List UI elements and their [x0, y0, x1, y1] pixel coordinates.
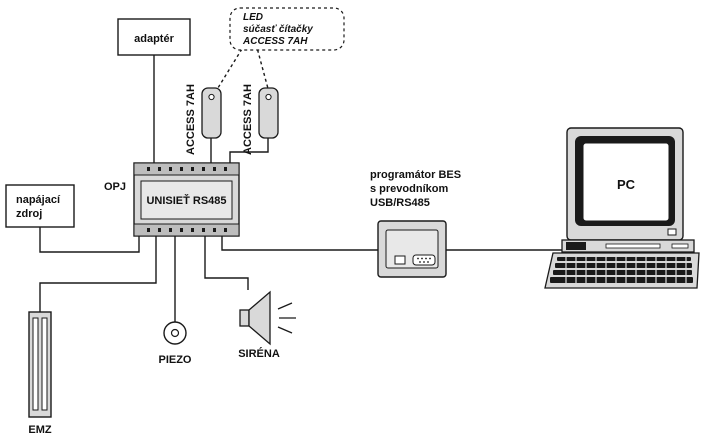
- reader-1-label: ACCESS 7AH: [185, 84, 197, 155]
- led-callout-line-1: [212, 43, 246, 97]
- led-callout-line-2: [255, 43, 271, 97]
- usb-port-icon: [394, 255, 406, 265]
- power-supply-label-2: zdroj: [16, 208, 42, 220]
- keyboard-keys: [550, 257, 693, 283]
- reader-2-label: ACCESS 7AH: [242, 84, 254, 155]
- programmer-label-3: USB/RS485: [370, 197, 430, 209]
- power-supply-box: napájací zdroj: [5, 184, 75, 228]
- reader-2: ACCESS 7AH: [242, 84, 279, 155]
- led-note-line-1: LED: [243, 12, 263, 23]
- serial-port-icon: [412, 254, 436, 266]
- adapter-box: adaptér: [117, 18, 191, 56]
- unisiet-unit: UNISIEŤ RS485: [133, 162, 240, 237]
- emz-label: EMZ: [28, 424, 52, 435]
- power-supply-label-1: napájací: [16, 194, 61, 206]
- reader-1: ACCESS 7AH: [185, 84, 222, 155]
- programmer-label-1: programátor BES: [370, 169, 461, 181]
- emz-wire: [39, 236, 157, 312]
- opj-label: OPJ: [104, 181, 126, 193]
- led-note-line-3: ACCESS 7AH: [242, 36, 308, 47]
- programmer-wire: [221, 236, 378, 251]
- unit-terminals-top: [147, 167, 227, 171]
- piezo: PIEZO: [158, 321, 192, 366]
- reader2-wire: [229, 137, 269, 163]
- siren-label: SIRÉNA: [238, 347, 280, 360]
- emz-lock: EMZ: [28, 311, 52, 435]
- programmer-label: programátor BES s prevodníkom USB/RS485: [370, 169, 461, 209]
- piezo-label: PIEZO: [158, 354, 191, 366]
- siren-wire: [204, 236, 249, 290]
- unit-label: UNISIEŤ RS485: [146, 194, 226, 207]
- led-note: LED súčasť čítačky ACCESS 7AH: [229, 7, 345, 51]
- programmer-label-2: s prevodníkom: [370, 183, 448, 195]
- siren-sound-waves: [277, 302, 296, 334]
- power-supply-wire: [39, 227, 140, 253]
- led-note-line-2: súčasť čítačky: [243, 24, 313, 35]
- adapter-label: adaptér: [134, 33, 174, 45]
- programmer-device: [377, 220, 447, 278]
- unit-terminals-bottom: [147, 228, 227, 232]
- pc-computer: PC: [544, 127, 700, 289]
- pc-label: PC: [617, 177, 636, 192]
- siren: SIRÉNA: [238, 290, 296, 360]
